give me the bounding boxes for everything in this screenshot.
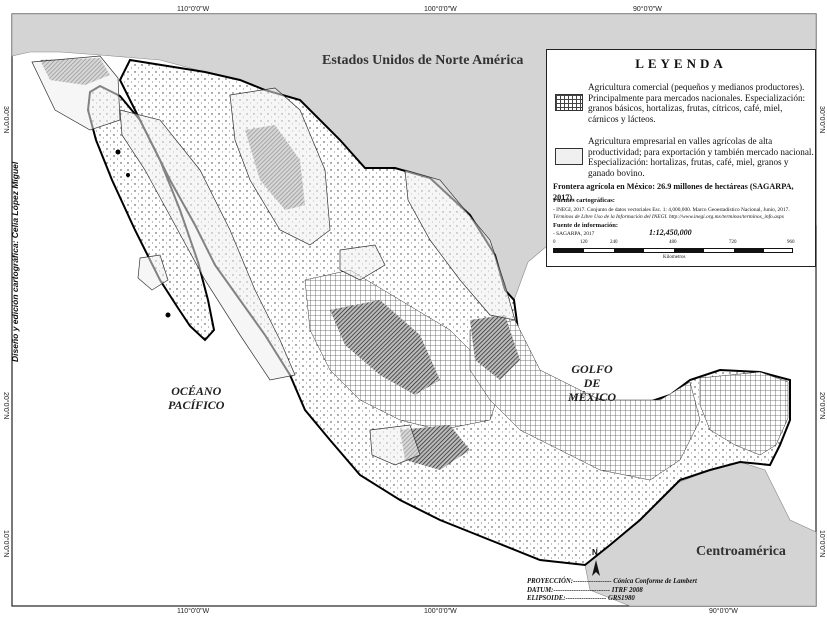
hatched-zone-south <box>400 425 470 470</box>
legend-swatch-commercial <box>555 94 583 111</box>
coord-right-10: 10°0'0"N <box>818 530 825 558</box>
commercial-zone-southeast <box>469 319 701 481</box>
island <box>165 312 171 318</box>
coord-left-10: 10°0'0"N <box>2 530 9 558</box>
coord-right-30: 30°0'0"N <box>818 106 825 134</box>
label-gulf-line1: GOLFO <box>571 362 613 376</box>
scale-tick-120: 120 <box>580 240 588 245</box>
scale-tick-480: 480 <box>669 240 677 245</box>
coord-top-100: 100°0'0"W <box>424 6 457 13</box>
legend-info-title: Fuente de información: <box>553 222 618 229</box>
legend-title: LEYENDA <box>635 56 727 71</box>
north-arrow <box>592 560 600 576</box>
projection-info: PROYECCIÓN:----------------- Cónica Conf… <box>527 578 697 604</box>
legend-sources-line1: - INEGI, 2017. Conjunto de datos vectori… <box>553 207 790 213</box>
label-pacific-line1: OCÉANO <box>171 384 222 398</box>
enterprise-zone-tamaulipas <box>404 169 516 321</box>
coord-bottom-90: 90°0'0"W <box>709 608 738 615</box>
label-gulf-line3: MÉXICO <box>568 390 617 404</box>
coord-left-20: 20°0'0"N <box>2 392 9 420</box>
label-central-america: Centroamérica <box>696 544 786 559</box>
coord-top-110: 110°0'0"W <box>177 6 210 13</box>
enterprise-zone-sinaloa <box>119 109 296 381</box>
scale-tick-240: 240 <box>610 240 618 245</box>
coord-right-20: 20°0'0"N <box>818 392 825 420</box>
scale-unit: Kilometros <box>663 255 686 260</box>
north-arrow-label: N <box>592 548 598 557</box>
scale-bar <box>553 248 793 253</box>
projection-line: PROYECCIÓN:----------------- Cónica Conf… <box>527 578 697 585</box>
coord-bottom-100: 100°0'0"W <box>424 608 457 615</box>
legend-frontier: Frontera agrícola en México: 26.9 millon… <box>553 182 794 202</box>
island <box>126 173 130 177</box>
hatched-zone-gulf <box>470 315 520 380</box>
coord-left-30: 30°0'0"N <box>2 106 9 134</box>
legend-scale: 1:12,450,000 <box>649 228 692 237</box>
label-gulf: GOLFO DE MÉXICO <box>568 362 616 404</box>
scale-tick-960: 960 <box>787 240 795 245</box>
enterprise-zone-bajio <box>369 424 421 466</box>
enterprise-zone-sonora <box>229 87 331 246</box>
legend-item-commercial: Agricultura comercial (pequeños y median… <box>588 82 806 124</box>
hatched-zone-west <box>330 300 440 395</box>
enterprise-zone-baja-north <box>31 55 121 131</box>
label-pacific: OCÉANO PACÍFICO <box>168 384 224 412</box>
label-usa: Estados Unidos de Norte América <box>322 53 524 68</box>
coord-bottom-110: 110°0'0"W <box>177 608 210 615</box>
coord-top-90: 90°0'0"W <box>633 6 662 13</box>
scale-tick-0: 0 <box>553 240 556 245</box>
island <box>115 149 121 155</box>
legend-item-enterprise: Agricultura empresarial en valles agríco… <box>588 136 814 178</box>
label-pacific-line2: PACÍFICO <box>168 398 225 412</box>
datum-line: DATUM:------------------------- ITRF 200… <box>527 586 643 594</box>
enterprise-zone-bcs <box>137 254 169 291</box>
legend-panel: LEYENDA Agricultura comercial (pequeños … <box>546 49 816 267</box>
cartography-credit: Diseño y edición cartográfica: Celia Lóp… <box>10 161 20 362</box>
scale-tick-720: 720 <box>729 240 737 245</box>
label-gulf-line2: DE <box>583 376 601 390</box>
legend-info-line1: - SAGARPA, 2017 <box>553 231 595 237</box>
commercial-zone-yucatan <box>699 371 789 456</box>
legend-sources-title: Fuentes cartográficas: <box>553 197 615 204</box>
ellipsoid-line: ELIPSOIDE:------------------ GRS1980 <box>527 595 635 602</box>
enterprise-zone-laguna <box>339 244 386 281</box>
legend-swatch-enterprise <box>555 148 583 165</box>
legend-sources-line2: Términos de Libre Uso de la Información … <box>553 214 784 220</box>
